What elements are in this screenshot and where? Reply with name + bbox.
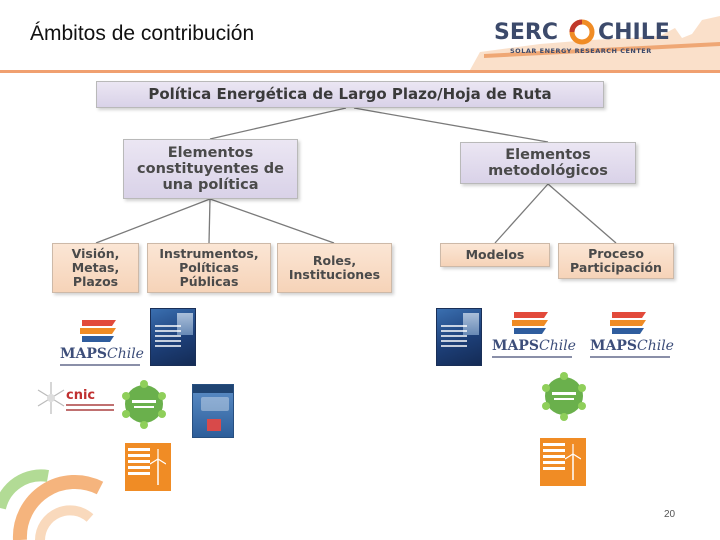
maps-flag-icon (610, 312, 646, 334)
cover-graphic (207, 419, 221, 431)
cover-text-lines (441, 325, 467, 350)
logo-mountain-banner (470, 16, 720, 70)
maps-chile-logo: MAPSChile (60, 318, 144, 370)
serc-chile-logo: SERC CHILE SOLAR ENERGY RESEARCH CENTER (470, 8, 720, 70)
maps-wordmark: MAPSChile (492, 338, 576, 354)
leaf-node-roles: Roles, Instituciones (277, 243, 392, 293)
maps-word-chile: Chile (539, 338, 576, 354)
leaf-node-models: Modelos (440, 243, 550, 267)
decorative-arcs (0, 469, 104, 540)
leaf-node-vision-goals: Visión, Metas, Plazos (52, 243, 139, 293)
slide-title: Ámbitos de contribución (30, 22, 255, 45)
maps-subtitle-line (60, 364, 140, 366)
maps-word-chile: Chile (107, 346, 144, 362)
wind-turbine-icon (150, 449, 166, 485)
cover-image (463, 313, 479, 335)
branch-node-constituent-elements: Elementos constituyentes de una política (123, 139, 298, 199)
maps-word-maps: MAPS (492, 338, 539, 354)
cover-image (177, 313, 193, 335)
maps-flag-icon (512, 312, 548, 334)
orange-report-cover-2 (540, 438, 586, 486)
green-scenario-badge-2 (542, 372, 586, 421)
document-cover-blue-1 (150, 308, 196, 366)
maps-flag-icon (80, 320, 116, 342)
logo-text-chile: CHILE (598, 20, 670, 45)
root-node-energy-policy: Política Energética de Largo Plazo/Hoja … (96, 81, 604, 108)
cnic-wordmark: cnic (66, 388, 96, 403)
green-scenario-badge-1 (122, 380, 166, 429)
cover-text-lines (155, 325, 181, 350)
wind-turbine-icon (565, 444, 581, 480)
leaf-node-instruments: Instrumentos, Políticas Públicas (147, 243, 271, 293)
maps-subtitle-line (492, 356, 572, 358)
title-divider (0, 70, 720, 73)
maps-subtitle-line (590, 356, 670, 358)
cover-header-band (193, 385, 233, 393)
leaf-node-participation: Proceso Participación (558, 243, 674, 279)
logo-tagline: SOLAR ENERGY RESEARCH CENTER (510, 47, 652, 55)
page-number: 20 (664, 509, 676, 520)
logo-text-serc: SERC (494, 20, 558, 45)
maps-wordmark: MAPSChile (60, 346, 144, 362)
cnic-star-icon (37, 382, 65, 414)
cnic-subtitle-lines (66, 404, 114, 414)
maps-wordmark: MAPSChile (590, 338, 674, 354)
document-cover-blue-2 (192, 384, 234, 438)
cover-title-block (201, 397, 229, 411)
branch-node-methodological-elements: Elementos metodológicos (460, 142, 636, 184)
maps-word-maps: MAPS (590, 338, 637, 354)
cover-text-lines (128, 448, 150, 478)
maps-word-maps: MAPS (60, 346, 107, 362)
cover-text-lines (543, 443, 565, 473)
maps-chile-logo: MAPSChile (492, 310, 576, 362)
orange-report-cover-1 (125, 443, 171, 491)
maps-word-chile: Chile (637, 338, 674, 354)
maps-chile-logo: MAPSChile (590, 310, 674, 362)
cnic-logo: cnic (36, 380, 116, 424)
document-cover-blue-3 (436, 308, 482, 366)
sun-icon (569, 19, 595, 45)
